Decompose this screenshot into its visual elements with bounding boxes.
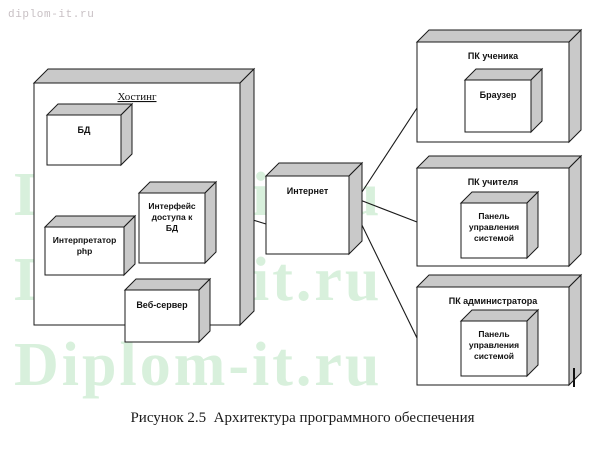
box-front-face (138, 192, 206, 264)
node-internet[interactable]: Интернет (264, 161, 364, 256)
figure-caption: Рисунок 2.5 Архитектура программного обе… (130, 410, 475, 426)
box-right-face (348, 161, 363, 256)
box-front-face (460, 320, 528, 377)
node-browser[interactable]: Браузер (463, 67, 544, 134)
box-front-face (464, 79, 532, 133)
box-right-face (120, 102, 133, 167)
node-label-db-access-line-0: Интерфейс (148, 201, 196, 211)
container-label-hosting: Хостинг (118, 91, 157, 103)
node-label-panel-teacher-line-0: Панель (478, 211, 509, 221)
box-top-face (43, 215, 137, 228)
box-right-face (568, 28, 582, 144)
node-db[interactable]: БД (45, 102, 134, 167)
box-top-face (123, 278, 212, 291)
box-right-face (526, 190, 539, 260)
box-right-face (530, 67, 543, 134)
box-top-face (415, 29, 583, 43)
site-tag: diplom-it.ru (8, 9, 95, 21)
node-label-panel-admin-line-1: управления (469, 340, 519, 350)
node-label-php-line-1: php (77, 246, 93, 256)
box-front-face (460, 202, 528, 259)
box-top-face (459, 309, 540, 322)
box-top-face (415, 274, 583, 288)
box-top-face (463, 68, 544, 81)
box-front-face (44, 226, 125, 276)
box-front-face (124, 289, 200, 343)
node-label-internet-line-0: Интернет (287, 186, 329, 196)
node-label-db-access-line-1: доступа к (152, 212, 194, 222)
node-web-server[interactable]: Веб-сервер (123, 277, 212, 344)
box-right-face (568, 154, 582, 268)
box-right-face (123, 214, 136, 277)
box-right-face (198, 277, 211, 344)
node-label-panel-admin-line-0: Панель (478, 329, 509, 339)
box-top-face (45, 103, 134, 116)
container-label-pc-admin: ПК администратора (449, 296, 539, 306)
box-front-face (265, 175, 350, 255)
container-label-pc-teacher: ПК учителя (468, 177, 519, 187)
node-label-web-server-line-0: Веб-сервер (136, 300, 188, 310)
box-top-face (32, 68, 256, 84)
node-label-panel-teacher-line-2: системой (474, 233, 514, 243)
box-top-face (459, 191, 540, 204)
node-label-db-line-0: БД (78, 125, 91, 135)
box-top-face (415, 155, 583, 169)
connector-internet-to-teacher (359, 199, 418, 223)
box-right-face (204, 180, 217, 265)
node-label-browser-line-0: Браузер (480, 90, 517, 100)
box-top-face (137, 181, 218, 194)
box-right-face (239, 67, 255, 327)
box-front-face (46, 114, 122, 166)
node-label-panel-admin-line-2: системой (474, 351, 514, 361)
container-label-pc-student: ПК ученика (468, 51, 519, 61)
box-right-face (526, 308, 539, 378)
box-top-face (264, 162, 364, 177)
connector-internet-to-student (359, 107, 418, 196)
connector-internet-to-admin (356, 214, 418, 339)
node-label-db-access-line-2: БД (166, 223, 178, 233)
node-label-panel-teacher-line-1: управления (469, 222, 519, 232)
node-label-php-line-0: Интерпретатор (53, 235, 117, 245)
container-pc-student[interactable]: ПК ученика (415, 28, 583, 144)
